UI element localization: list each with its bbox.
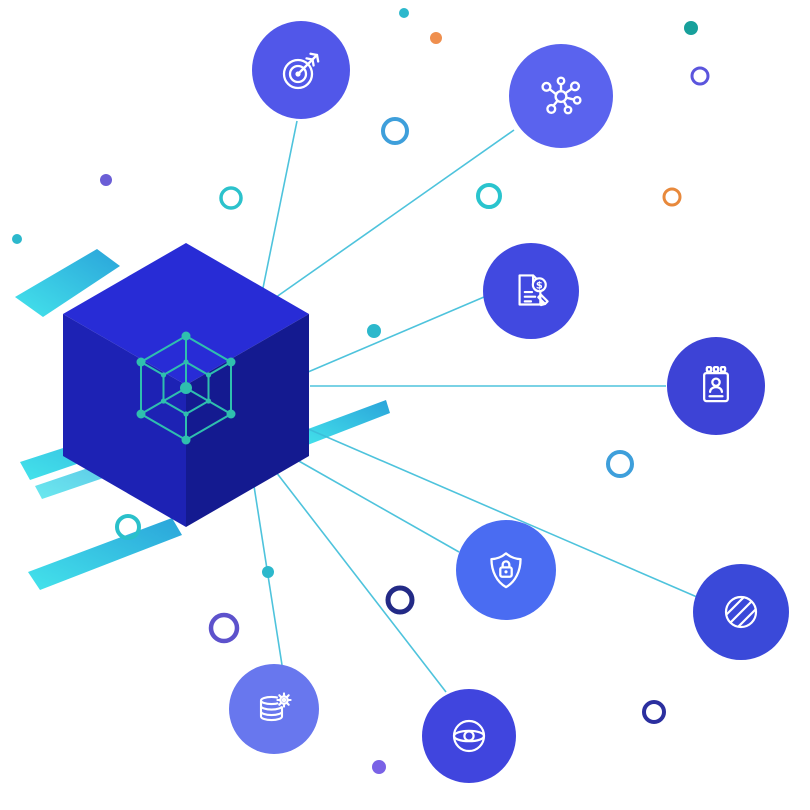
decor-ring [642,700,666,724]
decor-ring [662,187,682,207]
network-wireframe-icon [136,331,236,445]
decor-ring [385,585,415,615]
decor-dot [399,8,409,18]
decor-dot [430,32,442,44]
connector-line-globe [275,471,447,693]
decor-dot [372,760,386,774]
decor-dot [12,234,22,244]
node-circle-globe [422,689,516,783]
decor-dot [262,566,274,578]
node-network-hub [509,44,613,148]
connector-line-sphere [305,427,698,598]
node-sphere [693,564,789,660]
decor-dot [367,324,381,338]
decor-ring [476,183,502,209]
node-contacts [667,337,765,435]
isometric-cube [63,243,309,527]
decor-ring [690,66,710,86]
motion-streak [15,249,120,317]
node-circle-security [456,520,556,620]
node-database [229,664,319,754]
motion-streak [28,518,182,590]
decor-ring [208,612,240,644]
node-contract [483,243,579,339]
connector-line-network-hub [271,129,515,301]
decor-ring [606,450,634,478]
connector-line-security [296,459,460,553]
decor-dot [684,21,698,35]
decor-ring [219,186,243,210]
decor-dot [100,174,112,186]
satellite-nodes-layer [229,21,789,783]
cube-right-face [186,314,309,527]
connector-line-contract [307,296,485,373]
decor-ring [115,514,141,540]
cube-left-face [63,314,186,527]
connector-line-target [262,120,298,289]
decorations-layer [12,8,710,774]
node-globe [422,689,516,783]
decor-ring [381,117,409,145]
motion-streak [300,400,390,446]
node-circle-network-hub [509,44,613,148]
node-security [456,520,556,620]
node-target [252,21,350,119]
